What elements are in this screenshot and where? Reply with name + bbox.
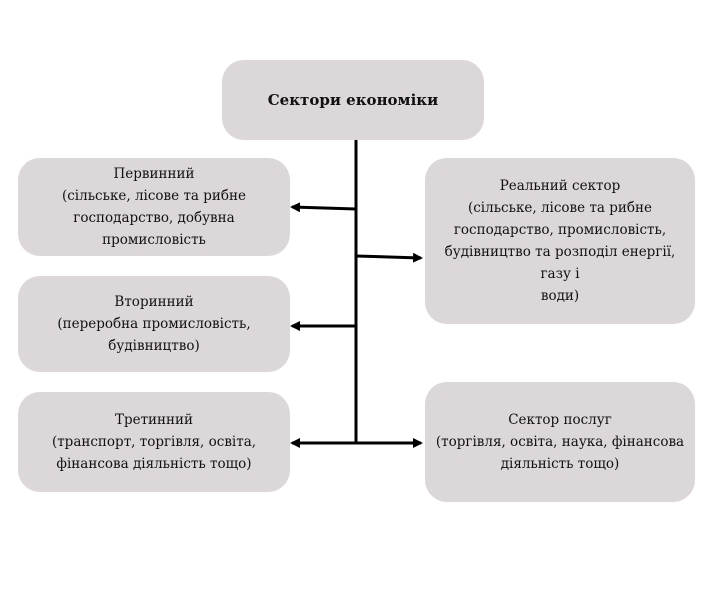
node-services-title: Сектор послуг (508, 412, 612, 428)
node-tertiary-sector: Третинний (транспорт, торгівля, освіта, … (18, 392, 290, 492)
node-real-line-3: господарство, промисловість, (453, 222, 667, 238)
node-real-line-2: (сільське, лісове та рибне (467, 200, 653, 216)
node-real-line-5: води) (540, 288, 580, 304)
node-primary-sector: Первинний (сільське, лісове та рибне гос… (18, 158, 290, 256)
node-secondary-line-2: (переробна промисловість, (57, 316, 251, 332)
node-secondary-line-3: будівництво) (108, 338, 200, 354)
node-secondary-title: Вторинний (114, 294, 194, 310)
node-primary-line-2: (сільське, лісове та рибне (61, 188, 247, 204)
node-tertiary-line-2: (транспорт, торгівля, освіта, (51, 434, 257, 450)
root-node-title: Сектори економіки (267, 91, 439, 109)
node-real-sector: Реальний сектор (сільське, лісове та риб… (425, 158, 695, 324)
node-services-sector: Сектор послуг (торгівля, освіта, наука, … (425, 382, 695, 502)
root-node-economy-sectors: Сектори економіки (222, 60, 484, 140)
node-tertiary-title: Третинний (114, 412, 194, 428)
arrow-to-real (355, 252, 423, 263)
node-real-title: Реальний сектор (499, 178, 621, 194)
arrow-to-primary (290, 202, 357, 213)
node-services-line-3: діяльність тощо) (500, 456, 620, 472)
node-tertiary-line-3: фінансова діяльність тощо) (56, 456, 252, 472)
node-primary-title: Первинний (113, 166, 195, 182)
node-secondary-sector: Вторинний (переробна промисловість, буді… (18, 276, 290, 372)
node-primary-line-3: господарство, добувна промисловість (73, 210, 235, 248)
node-services-line-2: (торгівля, освіта, наука, фінансова (435, 434, 685, 450)
node-real-line-4: будівництво та розподіл енергії, газу і (444, 244, 676, 282)
